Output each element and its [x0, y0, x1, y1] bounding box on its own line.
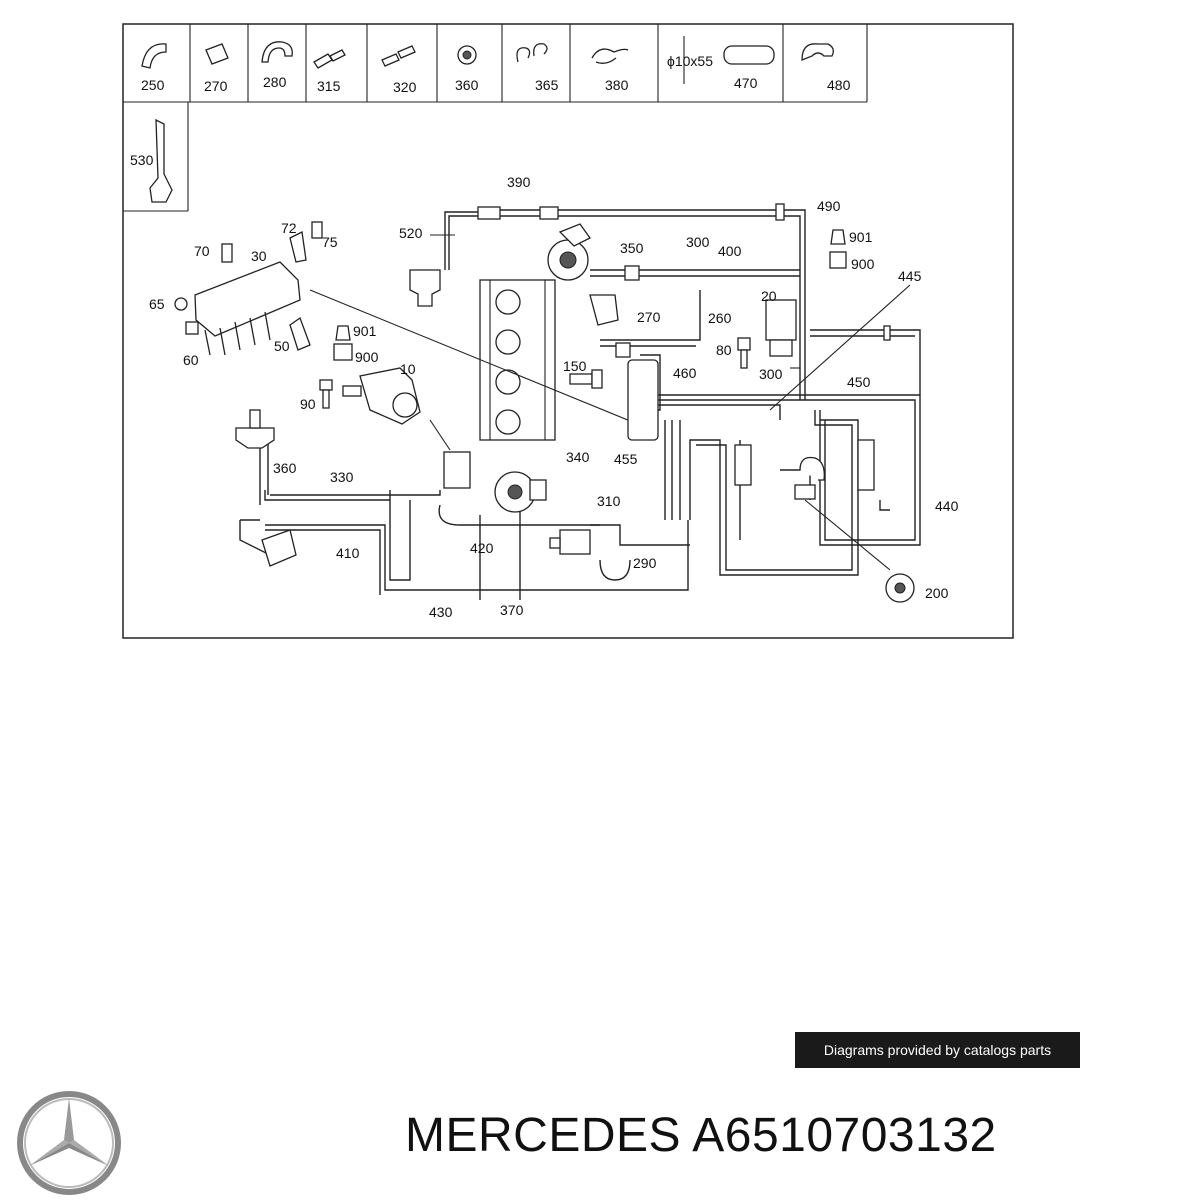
callout-350: 350	[620, 240, 644, 256]
callout-20: 20	[761, 288, 777, 304]
legend-part-470: 470	[734, 75, 758, 91]
callout-410: 410	[336, 545, 360, 561]
callout-270: 270	[637, 309, 661, 325]
callout-150: 150	[563, 358, 587, 374]
mercedes-star-logo	[17, 1091, 121, 1195]
vacuum-lines	[239, 203, 921, 600]
callout-390: 390	[507, 174, 531, 190]
callout-901-right: 901	[849, 229, 873, 245]
callout-290: 290	[633, 555, 657, 571]
legend-part-480: 480	[827, 77, 851, 93]
callout-520: 520	[399, 225, 423, 241]
callout-445: 445	[898, 268, 922, 284]
callout-90: 90	[300, 396, 316, 412]
legend-part-315: 315	[317, 78, 341, 94]
connector-straight-icon	[381, 45, 416, 67]
callout-455: 455	[614, 451, 638, 467]
components	[174, 221, 915, 603]
callout-80: 80	[716, 342, 732, 358]
callout-460: 460	[673, 365, 697, 381]
double-clip-icon	[516, 43, 548, 63]
callout-900-right: 900	[851, 256, 875, 272]
hose-straight-icon	[205, 43, 229, 65]
callout-60: 60	[183, 352, 199, 368]
brand-name: MERCEDES	[405, 1109, 682, 1162]
callout-72: 72	[281, 220, 297, 236]
vacuum-line-diagram: 250 270 280 315 320 360 365 380 ϕ10x55 4…	[122, 23, 1014, 639]
legend-part-320: 320	[393, 79, 417, 95]
callout-300-right: 300	[759, 366, 783, 382]
credit-banner: Diagrams provided by catalogs parts	[795, 1032, 1080, 1068]
callout-300-top: 300	[686, 234, 710, 250]
spring-clip-icon	[591, 48, 629, 64]
brand-part-number: MERCEDES A6510703132	[405, 1108, 997, 1163]
legend-part-360: 360	[455, 77, 479, 93]
part-number: A6510703132	[692, 1109, 997, 1162]
tube-piece-icon	[723, 45, 775, 65]
connector-tee-icon	[313, 49, 346, 69]
legend-part-380: 380	[605, 77, 629, 93]
callout-50: 50	[274, 338, 290, 354]
legend-part-270: 270	[204, 78, 228, 94]
legend-row	[123, 24, 868, 212]
callout-420: 420	[470, 540, 494, 556]
callout-440: 440	[935, 498, 959, 514]
legend-part-530: 530	[130, 152, 154, 168]
callout-900-left: 900	[355, 349, 379, 365]
legend-part-280: 280	[263, 74, 287, 90]
hose-elbow-icon	[141, 43, 167, 69]
legend-part-365: 365	[535, 77, 559, 93]
callout-430: 430	[429, 604, 453, 620]
engine-block	[479, 279, 556, 441]
holder-clip-icon	[801, 43, 834, 61]
callout-30: 30	[251, 248, 267, 264]
legend-part-250: 250	[141, 77, 165, 93]
callout-65: 65	[149, 296, 165, 312]
callout-75: 75	[322, 234, 338, 250]
callout-360: 360	[273, 460, 297, 476]
callout-330: 330	[330, 469, 354, 485]
callout-200: 200	[925, 585, 949, 601]
callout-450: 450	[847, 374, 871, 390]
hose-bend-icon	[261, 41, 293, 63]
callout-400: 400	[718, 243, 742, 259]
callout-70: 70	[194, 243, 210, 259]
callout-260: 260	[708, 310, 732, 326]
callout-340: 340	[566, 449, 590, 465]
callout-370: 370	[500, 602, 524, 618]
callout-labels: 390 490 520 350 300 400 901 900 445 20 2…	[149, 174, 959, 620]
callout-10: 10	[400, 361, 416, 377]
callout-901-left: 901	[353, 323, 377, 339]
legend-dimension: ϕ10x55	[667, 53, 713, 69]
bracket-icon	[149, 118, 173, 203]
callout-490: 490	[817, 198, 841, 214]
callout-310: 310	[597, 493, 621, 509]
